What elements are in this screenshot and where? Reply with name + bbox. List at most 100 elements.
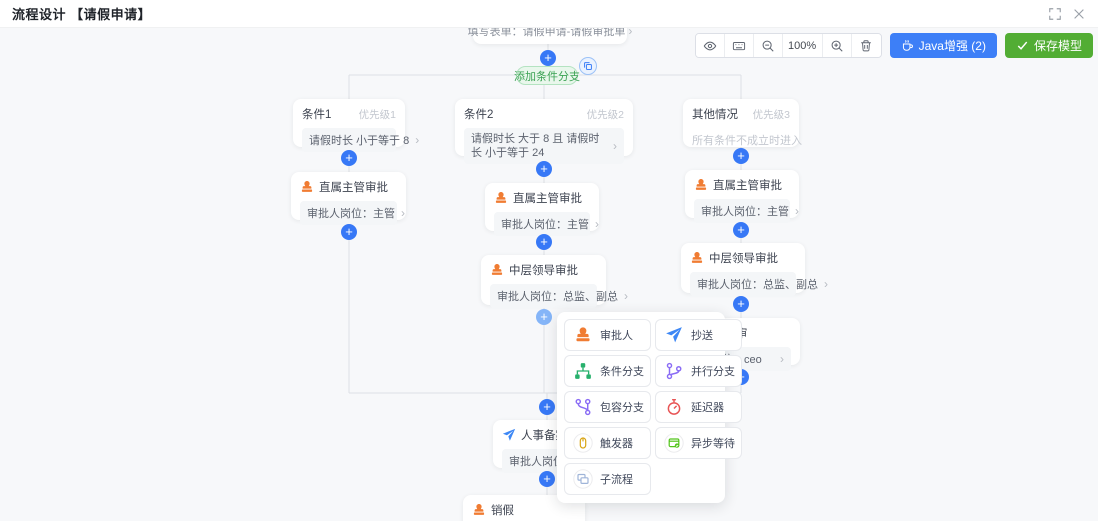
add-node-button-active[interactable]: [536, 309, 552, 325]
add-node-button[interactable]: [536, 161, 552, 177]
paste-node-button[interactable]: [579, 57, 597, 75]
zoom-out-button[interactable]: [753, 34, 783, 57]
mouse-trigger-icon: [573, 433, 593, 453]
save-model-label: 保存模型: [1033, 39, 1082, 53]
sitemap-icon: [573, 361, 593, 381]
stamp-icon: [494, 191, 508, 205]
condition-node-2[interactable]: 条件2 优先级2 请假时长 大于 8 且 请假时长 小于等于 24: [455, 99, 633, 164]
fullscreen-icon: [1049, 7, 1061, 20]
add-node-button[interactable]: [733, 222, 749, 238]
node-title: 直属主管审批: [319, 182, 388, 194]
stamp-icon: [573, 325, 593, 345]
check-icon: [1017, 41, 1028, 50]
zoom-in-button[interactable]: [822, 34, 852, 57]
menu-item-label: 并行分支: [691, 366, 735, 378]
node-detail: 审批人岗位：主管: [501, 219, 589, 231]
node-title: 直属主管审批: [513, 193, 582, 205]
condition-title: 其他情况: [692, 109, 738, 121]
chevron-right-icon: [589, 217, 599, 231]
close-button[interactable]: [1072, 7, 1086, 21]
shortcuts-button[interactable]: [724, 34, 754, 57]
node-detail: 审批人岗位：主管: [307, 208, 395, 220]
stamp-icon: [694, 178, 708, 192]
condition-rule: 请假时长 大于 8 且 请假时长 小于等于 24: [471, 133, 600, 159]
add-node-button[interactable]: [341, 150, 357, 166]
chevron-right-icon: [789, 204, 799, 218]
add-node-button[interactable]: [536, 234, 552, 250]
stamp-icon: [300, 180, 314, 194]
menu-item-label: 包容分支: [600, 402, 644, 414]
chevron-right-icon: [395, 206, 405, 220]
node-detail: 审批人岗位：主管: [701, 206, 789, 218]
condition-node-1[interactable]: 条件1 优先级1 请假时长 小于等于 8: [293, 99, 409, 152]
add-condition-branch-button[interactable]: 添加条件分支: [514, 66, 580, 85]
menu-item-label: 触发器: [600, 438, 633, 450]
add-node-button[interactable]: [540, 50, 556, 66]
chevron-right-icon: [618, 289, 628, 303]
java-enhance-button[interactable]: Java增强 (2): [889, 33, 997, 58]
approval-node[interactable]: 中层领导审批 审批人岗位：总监、副总: [481, 255, 618, 308]
stamp-icon: [490, 263, 504, 277]
menu-item-approver[interactable]: 审批人: [564, 319, 651, 351]
condition-priority: 优先级2: [586, 108, 624, 121]
add-node-button[interactable]: [539, 471, 555, 487]
trash-icon: [861, 39, 871, 51]
menu-item-condition-branch[interactable]: 条件分支: [564, 355, 651, 387]
menu-item-parallel-branch[interactable]: 并行分支: [655, 355, 742, 387]
menu-item-label: 审批人: [600, 330, 633, 342]
add-condition-branch-label: 添加条件分支: [514, 70, 580, 83]
zoom-out-icon: [762, 40, 774, 52]
menu-item-label: 抄送: [691, 330, 713, 342]
parallel-branch-icon: [664, 361, 684, 381]
keyboard-icon: [732, 41, 745, 50]
copy-icon: [584, 62, 592, 70]
add-node-menu: 审批人 抄送 条件分支 并行分支 包容分支 延迟器 触发器 异步等待 子流程: [557, 312, 742, 503]
stopwatch-icon: [664, 397, 684, 417]
node-title: 销假: [491, 505, 514, 517]
chevron-right-icon: [774, 352, 784, 366]
add-node-button[interactable]: [539, 399, 555, 415]
canvas-toolbar: 100% Java增强 (2) 保存模型: [694, 33, 1093, 58]
page-title: 流程设计 【请假申请】: [12, 7, 152, 22]
stamp-icon: [690, 251, 704, 265]
menu-item-delay[interactable]: 延迟器: [655, 391, 742, 423]
menu-item-label: 条件分支: [600, 366, 644, 378]
async-wait-icon: [664, 433, 684, 453]
subprocess-icon: [573, 469, 593, 489]
eye-icon: [703, 41, 716, 50]
condition-rule: 请假时长 小于等于 8: [309, 135, 410, 147]
menu-item-label: 延迟器: [691, 402, 724, 414]
approval-node[interactable]: 直属主管审批 审批人岗位：主管: [291, 172, 406, 225]
add-node-button[interactable]: [733, 296, 749, 312]
condition-node-other[interactable]: 其他情况 优先级3 所有条件不成立时进入: [683, 99, 802, 147]
zoom-level: 100%: [783, 34, 823, 57]
approval-node[interactable]: 直属主管审批 审批人岗位：主管: [685, 170, 799, 223]
add-node-button[interactable]: [733, 148, 749, 164]
node-title: 人事备案: [521, 430, 567, 442]
menu-item-async-wait[interactable]: 异步等待: [655, 427, 742, 459]
condition-title: 条件2: [464, 109, 494, 121]
node-title: 中层领导审批: [509, 265, 578, 277]
menu-item-subprocess[interactable]: 子流程: [564, 463, 651, 495]
delete-button[interactable]: [851, 34, 881, 57]
menu-item-label: 异步等待: [691, 438, 735, 450]
preview-button[interactable]: [695, 34, 725, 57]
node-detail: 审批人岗位：总监、副总: [497, 291, 618, 303]
add-node-button[interactable]: [341, 224, 357, 240]
chevron-right-icon: [818, 277, 828, 291]
save-model-button[interactable]: 保存模型: [1004, 33, 1093, 58]
close-icon: [1074, 8, 1084, 19]
fullscreen-button[interactable]: [1048, 7, 1062, 21]
approval-node[interactable]: 直属主管审批 审批人岗位：主管: [485, 183, 599, 236]
node-title: 中层领导审批: [709, 253, 778, 265]
form-node-label: 填写表单：请假申请-请假审批单: [467, 26, 626, 38]
menu-item-cc[interactable]: 抄送: [655, 319, 742, 351]
chevron-right-icon: [607, 139, 617, 154]
menu-item-trigger[interactable]: 触发器: [564, 427, 651, 459]
node-title: 直属主管审批: [713, 180, 782, 192]
zoom-in-icon: [831, 40, 843, 52]
inclusive-branch-icon: [573, 397, 593, 417]
approval-node[interactable]: 中层领导审批 审批人岗位：总监、副总: [681, 243, 818, 296]
send-icon: [502, 428, 516, 442]
menu-item-inclusive-branch[interactable]: 包容分支: [564, 391, 651, 423]
